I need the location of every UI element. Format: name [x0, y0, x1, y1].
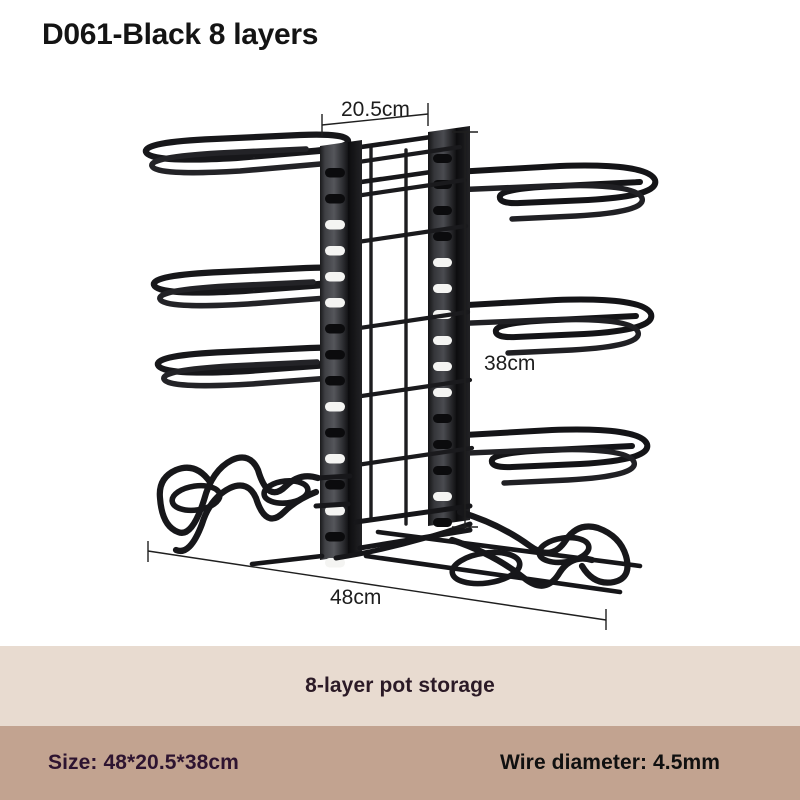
right-shelf-group	[441, 162, 659, 486]
feature-banner-text: 8-layer pot storage	[305, 674, 495, 697]
slotted-post-front	[320, 140, 362, 568]
spec-wire-diameter-text: Wire diameter: 4.5mm	[500, 751, 721, 774]
dim-width-line	[321, 103, 429, 136]
dimension-lines	[147, 103, 607, 630]
lid-holder-left	[156, 454, 353, 554]
dim-height-line	[452, 131, 478, 528]
product-title: D061-Black 8 layers	[42, 18, 319, 51]
post-back-slots	[433, 154, 452, 527]
post-front-slots	[325, 168, 345, 568]
feature-banner: 8-layer pot storage	[0, 646, 800, 726]
spec-size-text: Size: 48*20.5*38cm	[48, 751, 239, 774]
lid-holder-right	[448, 508, 631, 589]
dim-depth-line	[147, 541, 607, 630]
shelf-right-3	[441, 426, 651, 486]
dimension-depth-label: 48cm	[330, 586, 382, 609]
shelf-right-2	[444, 296, 655, 356]
shelf-right-1	[449, 162, 659, 222]
shelf-left-1	[142, 131, 352, 176]
dimension-height-label: 38cm	[484, 352, 536, 375]
product-illustration: 20.5cm 38cm 48cm	[142, 98, 659, 630]
rack-base-frame	[249, 503, 643, 595]
spec-banner: Size: 48*20.5*38cm Wire diameter: 4.5mm	[0, 726, 800, 800]
pot-rack-drawing	[142, 103, 659, 630]
dimension-width-label: 20.5cm	[341, 98, 410, 121]
